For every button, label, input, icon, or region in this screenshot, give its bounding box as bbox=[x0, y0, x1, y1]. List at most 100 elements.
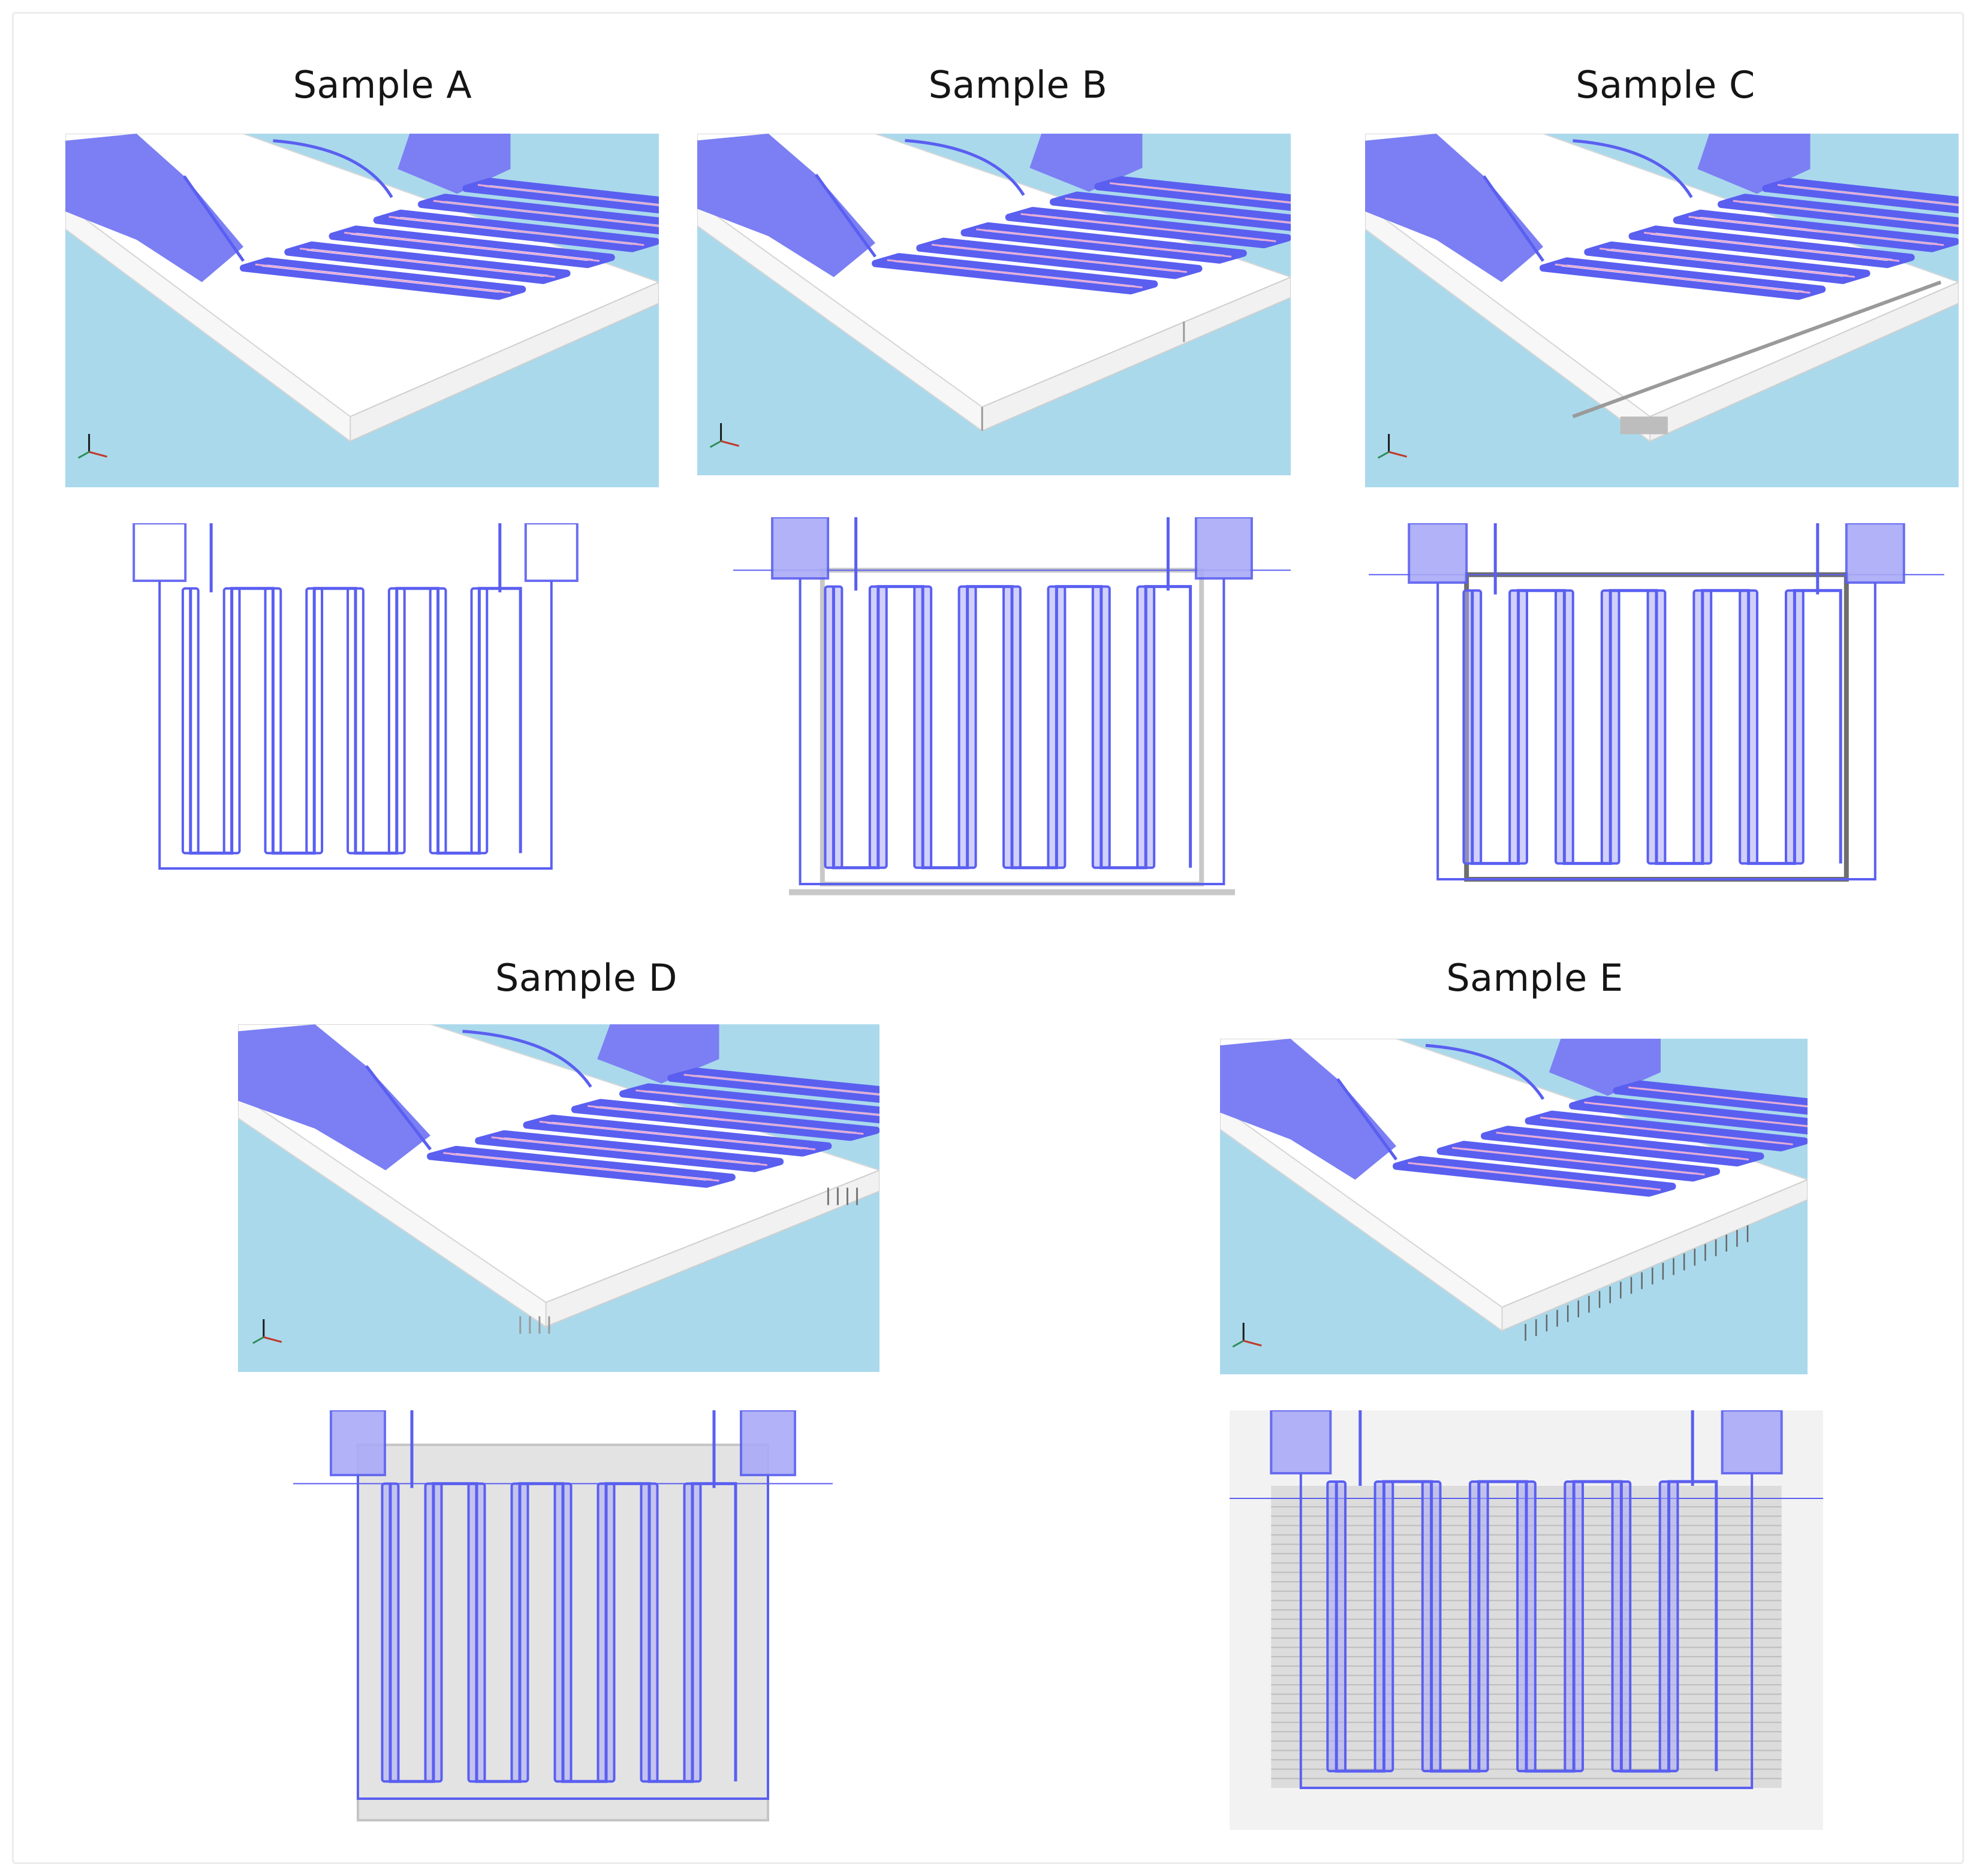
sample-d-top-view bbox=[293, 1410, 833, 1822]
contact-pad-left bbox=[1408, 523, 1468, 584]
electrode-finger bbox=[1540, 257, 1826, 300]
heater-trace bbox=[1065, 197, 1291, 224]
axis-x bbox=[263, 1336, 282, 1343]
sample-c-3d-view bbox=[1365, 134, 1959, 487]
sample-b-title: Sample B bbox=[928, 63, 1108, 107]
heater-trace bbox=[635, 1089, 879, 1116]
heater-trace bbox=[433, 200, 659, 227]
axis-triad-icon bbox=[252, 1319, 282, 1344]
axis-x bbox=[1388, 451, 1407, 458]
lead-wire-left bbox=[1482, 175, 1545, 262]
contact-pad-right bbox=[740, 1410, 796, 1476]
electrode-outline bbox=[357, 1475, 769, 1800]
heater-trace bbox=[1540, 1117, 1793, 1145]
electrode-finger bbox=[462, 177, 659, 214]
sample-a-3d-view bbox=[65, 134, 659, 487]
sample-c-top-view bbox=[1369, 523, 1944, 882]
lead-wire bbox=[1573, 139, 1693, 198]
electrode-finger bbox=[619, 1083, 879, 1124]
electrode-finger bbox=[1525, 1111, 1808, 1151]
electrode-finger bbox=[1094, 176, 1291, 211]
electrode-finger bbox=[1436, 1141, 1721, 1182]
heater-trace bbox=[1451, 1147, 1705, 1176]
axis-x bbox=[89, 451, 107, 458]
electrode-finger bbox=[916, 237, 1203, 279]
heater-trace bbox=[255, 263, 511, 294]
contact-pad-left bbox=[1365, 134, 1543, 282]
heater-trace bbox=[931, 243, 1187, 273]
contact-pad-left bbox=[1270, 1410, 1332, 1474]
heater-trace bbox=[1599, 248, 1855, 278]
contact-pad-left bbox=[771, 517, 830, 580]
electrode-finger bbox=[240, 257, 526, 300]
heater-trace bbox=[887, 259, 1143, 288]
axis-y bbox=[1377, 451, 1390, 459]
contact-pad-left bbox=[330, 1410, 386, 1476]
contact-pad-right bbox=[597, 1024, 719, 1084]
electrode-outline bbox=[158, 581, 553, 870]
contact-pad-right bbox=[1697, 134, 1811, 194]
electrode-finger bbox=[329, 225, 615, 269]
meander-electrode bbox=[1436, 583, 1876, 880]
electrode-finger bbox=[1481, 1126, 1764, 1167]
contact-pad-left bbox=[1220, 1039, 1396, 1180]
electrode-finger bbox=[960, 222, 1247, 264]
sample-c-title: Sample C bbox=[1576, 63, 1755, 107]
electrode-finger bbox=[1584, 241, 1870, 284]
electrode-finger bbox=[1005, 207, 1291, 249]
meander-electrode bbox=[1393, 1080, 1808, 1197]
electrode-finger bbox=[475, 1130, 784, 1172]
lead-wire-left bbox=[814, 173, 877, 258]
sample-d-title: Sample D bbox=[495, 956, 677, 1000]
meander-electrode bbox=[357, 1475, 769, 1800]
heater-trace bbox=[1020, 213, 1276, 243]
support-frame bbox=[1572, 280, 1942, 418]
substrate-side bbox=[65, 203, 351, 443]
contact-pad-left bbox=[132, 523, 187, 582]
sample-e-top-view bbox=[1230, 1410, 1823, 1830]
heater-trace bbox=[1584, 1101, 1808, 1127]
sample-b-3d-view bbox=[697, 134, 1291, 475]
meander-trace bbox=[1335, 1480, 1718, 1773]
electrode-finger bbox=[1673, 209, 1959, 252]
electrode-finger bbox=[1393, 1156, 1676, 1197]
axis-y bbox=[77, 451, 90, 459]
lead-wire bbox=[1425, 1043, 1545, 1100]
sample-e-title: Sample E bbox=[1446, 956, 1623, 1000]
contact-pad-left bbox=[65, 134, 243, 282]
substrate-side bbox=[238, 1093, 547, 1328]
sample-b-top-view bbox=[733, 517, 1291, 895]
heater-trace bbox=[976, 228, 1232, 258]
heater-trace bbox=[587, 1105, 864, 1135]
lead-wire bbox=[905, 138, 1025, 196]
axis-triad-icon bbox=[709, 423, 739, 448]
axis-y bbox=[1232, 1340, 1244, 1348]
electrode-finger bbox=[523, 1114, 832, 1157]
axis-triad-icon bbox=[77, 434, 107, 459]
heater-trace bbox=[539, 1120, 816, 1151]
heater-trace bbox=[1733, 200, 1959, 227]
heater-trace bbox=[1555, 263, 1811, 294]
sample-e-3d-view bbox=[1220, 1039, 1808, 1374]
axis-x bbox=[721, 440, 739, 447]
heater-trace bbox=[1777, 184, 1959, 206]
contact-pad-right bbox=[1845, 523, 1905, 584]
heater-trace bbox=[1109, 182, 1291, 204]
heater-trace bbox=[388, 216, 644, 246]
heater-trace bbox=[1408, 1162, 1661, 1191]
contact-pad-left bbox=[697, 134, 875, 278]
substrate-side bbox=[1365, 203, 1651, 443]
meander-electrode bbox=[872, 176, 1291, 295]
contact-pad-right bbox=[1029, 134, 1143, 192]
axis-y bbox=[709, 440, 722, 448]
substrate-side bbox=[697, 201, 983, 432]
meander-electrode bbox=[427, 1067, 879, 1188]
lead-wire bbox=[462, 1030, 592, 1088]
lead-wire-left bbox=[1336, 1078, 1398, 1161]
electrode-finger bbox=[1613, 1080, 1808, 1115]
electrode-finger bbox=[1569, 1095, 1808, 1135]
heater-trace bbox=[1628, 1086, 1808, 1108]
electrode-finger bbox=[1050, 191, 1291, 231]
electrode-finger bbox=[667, 1067, 879, 1103]
heater-trace bbox=[443, 1152, 719, 1182]
